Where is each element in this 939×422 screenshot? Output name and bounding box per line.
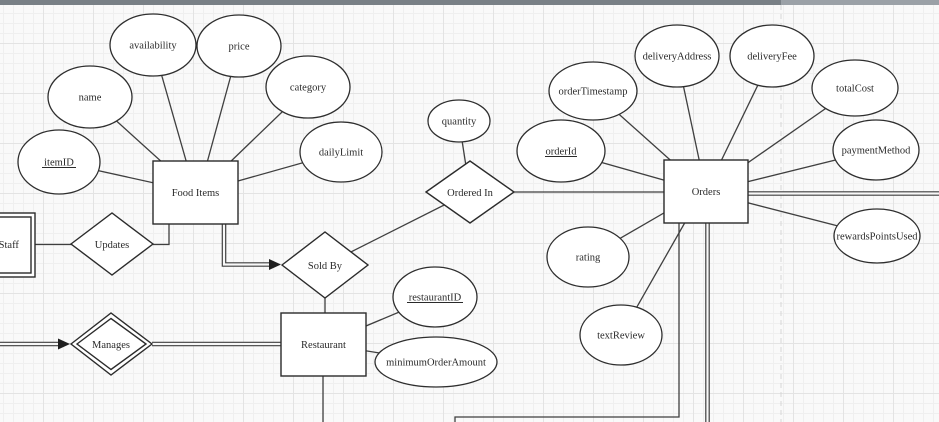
attribute-order-id[interactable] [516, 119, 606, 183]
horizontal-scrollbar[interactable] [0, 0, 939, 5]
relationship-manages-label: Manages [92, 340, 130, 351]
attribute-price-label: price [229, 42, 250, 53]
edge-updates-fooditems[interactable] [153, 224, 170, 246]
attribute-item-id[interactable] [17, 129, 101, 195]
relationship-ordered-in[interactable] [424, 160, 516, 224]
attribute-total-cost-label: totalCost [836, 84, 874, 95]
arrowhead-manages [58, 338, 70, 350]
attribute-restaurant-id-label: restaurantID [409, 293, 462, 304]
relationship-sold-by[interactable] [280, 231, 370, 299]
edge-fooditems-soldby-double-inner [222, 224, 271, 266]
attribute-daily-limit-label: dailyLimit [319, 148, 363, 159]
relationship-sold-by-label: Sold By [308, 261, 343, 272]
attribute-category[interactable] [265, 55, 351, 119]
attribute-name[interactable] [47, 65, 133, 129]
edge-orders-offcanvas-bottomleft[interactable] [454, 223, 680, 422]
entity-orders[interactable] [663, 159, 749, 224]
entity-food-items[interactable] [152, 160, 239, 225]
relationship-ordered-in-label: Ordered In [447, 188, 494, 199]
attribute-delivery-address-label: deliveryAddress [643, 52, 712, 63]
entity-restaurant[interactable] [280, 312, 367, 377]
attribute-minimum-order-amount[interactable] [374, 336, 498, 388]
attribute-availability-label: availability [129, 41, 177, 52]
attribute-restaurant-id[interactable] [392, 266, 478, 328]
relationship-updates[interactable] [69, 212, 155, 276]
scrollbar-thumb[interactable] [0, 0, 781, 5]
entity-orders-label: Orders [692, 187, 721, 198]
attribute-order-timestamp-label: orderTimestamp [558, 87, 627, 98]
attribute-delivery-fee-label: deliveryFee [747, 52, 797, 63]
attribute-delivery-fee[interactable] [729, 24, 815, 88]
attribute-text-review-label: textReview [597, 331, 645, 342]
attribute-quantity[interactable] [427, 99, 491, 143]
attribute-price[interactable] [196, 14, 282, 78]
entity-food-items-label: Food Items [172, 188, 220, 199]
attribute-rewards-points-used[interactable] [833, 208, 921, 264]
entity-restaurant-label: Restaurant [301, 340, 346, 351]
attribute-text-review[interactable] [579, 304, 663, 366]
entity-restaurant-staff-inner-border [0, 216, 32, 274]
attribute-rewards-points-used-label: rewardsPointsUsed [836, 232, 918, 243]
attribute-order-id-label: orderId [546, 147, 578, 158]
attribute-name-label: name [79, 93, 102, 104]
attribute-availability[interactable] [109, 13, 197, 77]
attribute-daily-limit[interactable] [299, 121, 383, 183]
attribute-minimum-order-amount-label: minimumOrderAmount [386, 358, 486, 369]
attribute-delivery-address[interactable] [634, 24, 720, 88]
attribute-item-id-label: itemID [44, 158, 74, 169]
relationship-updates-label: Updates [95, 240, 129, 251]
edge-fooditems-soldby-double[interactable] [221, 224, 271, 267]
attribute-total-cost[interactable] [811, 59, 899, 117]
attribute-rating[interactable] [546, 226, 630, 288]
attribute-quantity-label: quantity [442, 117, 477, 128]
attribute-category-label: category [290, 83, 327, 94]
attribute-order-timestamp[interactable] [548, 61, 638, 121]
attribute-rating-label: rating [576, 253, 601, 264]
arrowhead-soldby [269, 259, 281, 270]
relationship-manages-inner-border [75, 317, 148, 371]
attribute-payment-method-label: paymentMethod [842, 146, 912, 157]
entity-restaurant-staff-label: Restaurant Staff [0, 240, 19, 251]
attribute-payment-method[interactable] [832, 119, 920, 181]
